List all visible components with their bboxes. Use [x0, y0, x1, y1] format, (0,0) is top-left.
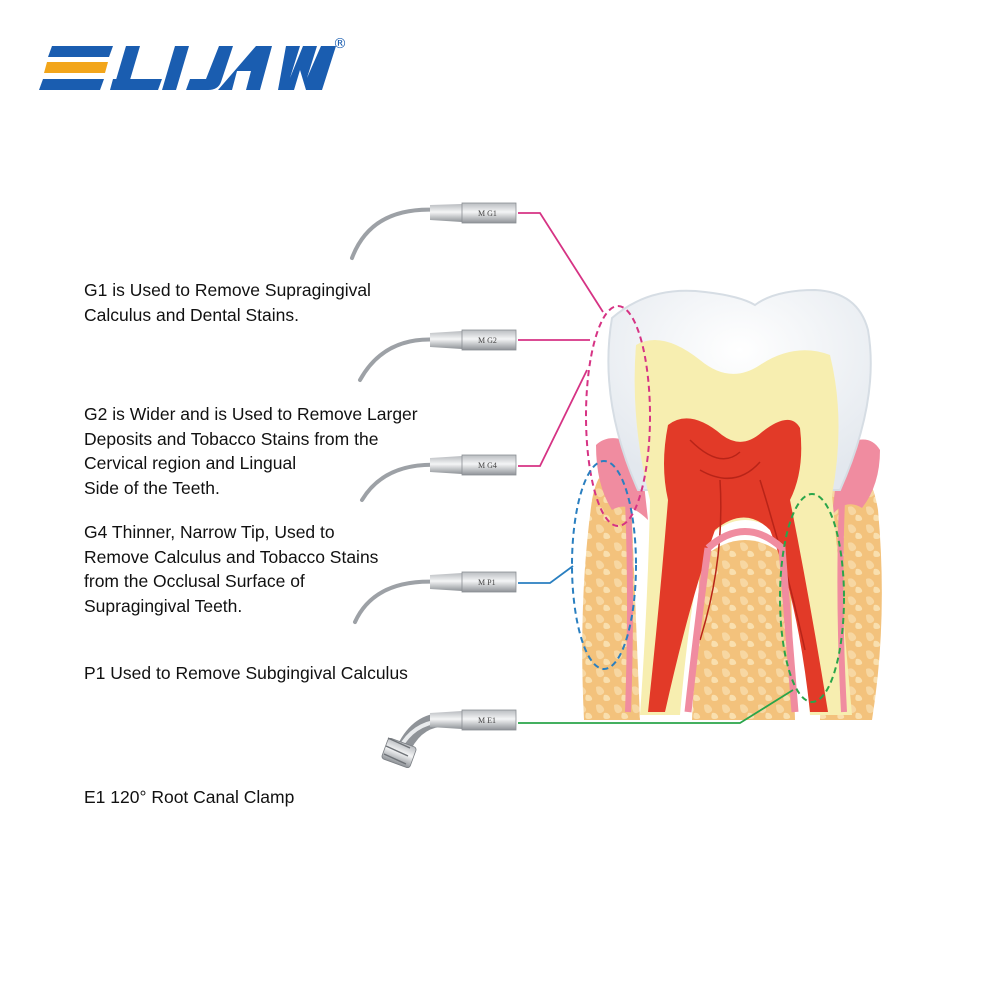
inner-bone [692, 540, 795, 720]
description-g2: G2 is Wider and is Used to Remove Larger… [84, 402, 418, 500]
outer-ligament-right [837, 499, 847, 713]
description-line: Side of the Teeth. [84, 477, 220, 498]
zone-supragingival [585, 305, 651, 527]
description-line: Remove Calculus and Tobacco Stains [84, 546, 379, 567]
tip-p1: M P1 [353, 571, 517, 624]
outer-ligament-left [625, 499, 633, 713]
tip-g2: M G2 [358, 329, 517, 382]
description-line: G4 Thinner, Narrow Tip, Used to [84, 522, 335, 542]
logo-letters-lijah [110, 46, 336, 90]
registered-mark: ® [333, 36, 347, 52]
description-p1: P1 Used to Remove Subgingival Calculus [84, 661, 408, 686]
tip-engraving-p1: M P1 [478, 578, 496, 587]
leader-g1 [518, 212, 604, 313]
zone-subgingival [571, 460, 637, 670]
tip-e1: M E1 [381, 709, 517, 769]
tip-g1: M G1 [350, 202, 517, 260]
description-line: Deposits and Tobacco Stains from the [84, 428, 379, 449]
description-g1: G1 is Used to Remove Supragingival Calcu… [84, 278, 371, 327]
tip-g4: M G4 [360, 454, 517, 502]
leader-p1 [518, 565, 574, 584]
brand-logo: ® [39, 36, 347, 90]
pulp [648, 418, 828, 712]
description-e1: E1 120° Root Canal Clamp [84, 785, 294, 810]
description-g4: G4 Thinner, Narrow Tip, Used to Remove C… [84, 520, 378, 618]
description-line: Cervical region and Lingual [84, 453, 297, 473]
description-line: Calculus and Dental Stains. [84, 304, 299, 325]
tooth-cross-section [582, 288, 882, 720]
alveolar-bone [582, 466, 640, 720]
logo-letter-e [39, 46, 113, 90]
description-line: G2 is Wider and is Used to Remove Larger [84, 404, 418, 424]
pulp-vessels [689, 439, 806, 651]
tip-engraving-g1: M G1 [478, 209, 497, 218]
leader-g4 [518, 369, 588, 467]
tip-engraving-g2: M G2 [478, 336, 497, 345]
description-line: P1 Used to Remove Subgingival Calculus [84, 663, 408, 683]
description-line: E1 120° Root Canal Clamp [84, 787, 295, 807]
leader-e1 [518, 689, 794, 724]
description-line: G1 is Used to Remove Supragingival [84, 280, 371, 300]
zone-root-canal [779, 493, 845, 703]
tip-engraving-e1: M E1 [478, 716, 496, 725]
tip-engraving-g4: M G4 [478, 461, 497, 470]
description-line: from the Occlusal Surface of [84, 571, 305, 591]
description-line: Supragingival Teeth. [84, 595, 243, 616]
